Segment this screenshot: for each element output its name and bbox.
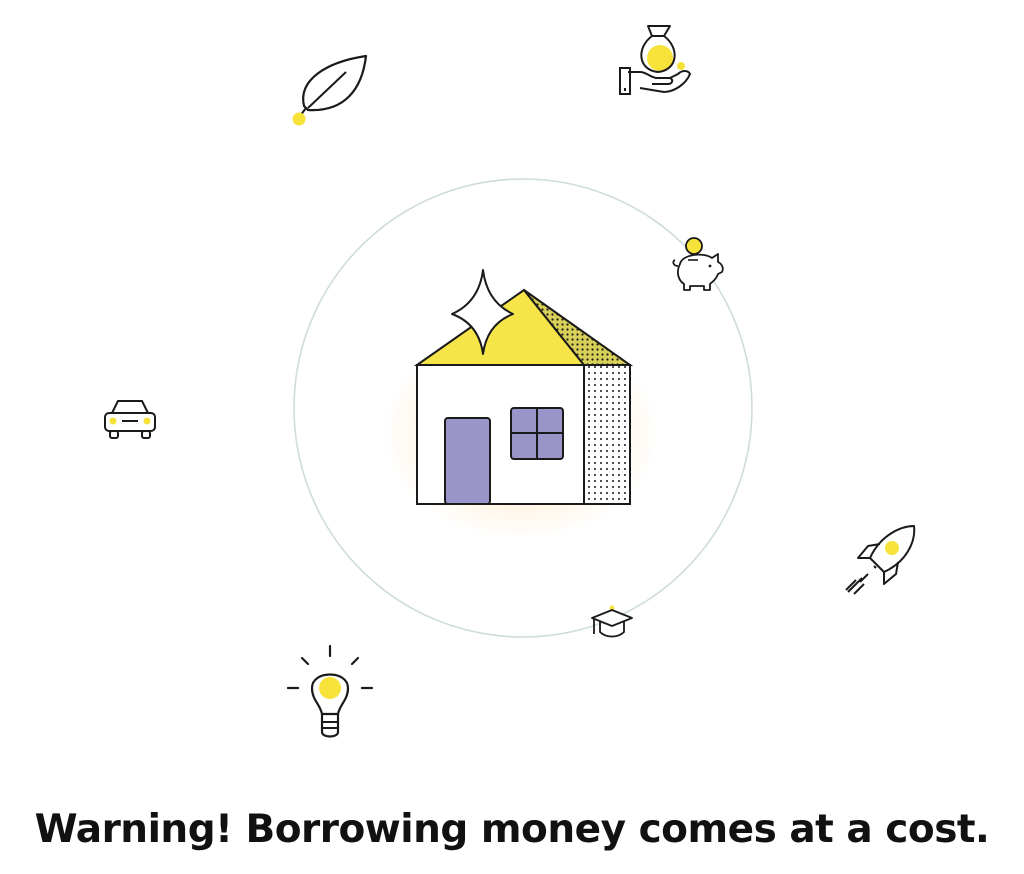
- light-bulb-icon: [284, 644, 376, 748]
- money-bag-hand-icon: [612, 22, 696, 100]
- rocket-icon: [840, 522, 920, 602]
- house-icon: [400, 262, 650, 522]
- graduation-cap-icon: [588, 602, 636, 646]
- car-icon: [100, 395, 160, 443]
- leaf-icon: [286, 50, 376, 132]
- piggy-bank-icon: [664, 234, 730, 296]
- warning-headline: Warning! Borrowing money comes at a cost…: [34, 807, 990, 852]
